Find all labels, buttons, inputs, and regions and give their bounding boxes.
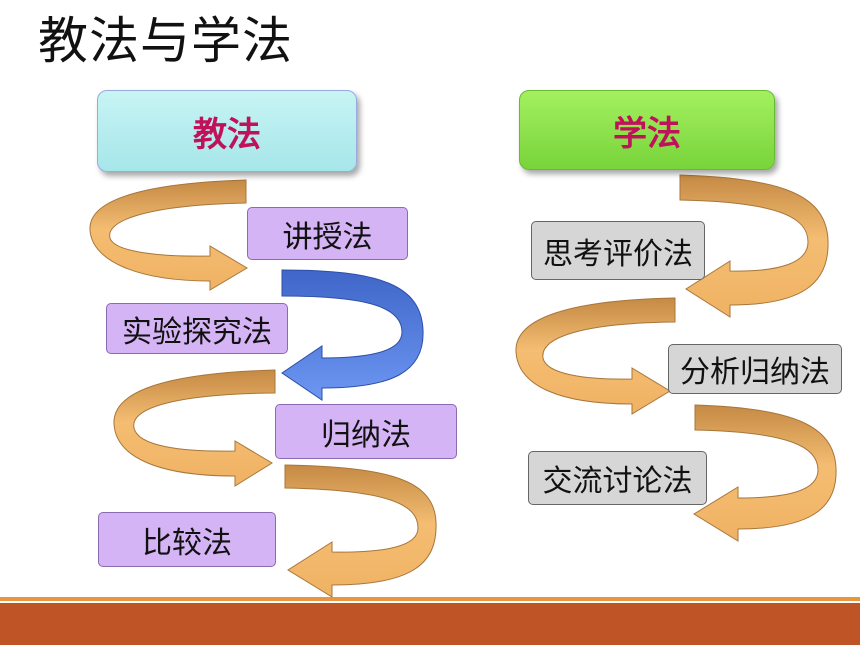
left-curved-arrow-2 — [281, 269, 424, 401]
left-curved-arrow-1 — [89, 179, 248, 291]
right-curved-arrow-2 — [515, 297, 676, 415]
right-curved-arrow-3 — [693, 404, 837, 542]
method-induction: 归纳法 — [275, 404, 457, 459]
teaching-methods-header: 教法 — [97, 90, 357, 172]
method-analysis-induction: 分析归纳法 — [668, 344, 842, 394]
footer-line — [0, 597, 860, 601]
page-title: 教法与学法 — [38, 12, 293, 70]
method-comparison: 比较法 — [98, 512, 276, 567]
left-curved-arrow-4 — [284, 464, 437, 598]
method-discussion: 交流讨论法 — [528, 451, 707, 505]
method-reflection-evaluation: 思考评价法 — [531, 221, 705, 280]
right-curved-arrow-1 — [679, 174, 829, 318]
method-lecture: 讲授法 — [247, 207, 408, 260]
learning-methods-header: 学法 — [519, 90, 775, 170]
left-curved-arrow-3 — [113, 369, 276, 487]
footer-band — [0, 603, 860, 645]
method-experiment-inquiry: 实验探究法 — [106, 303, 288, 354]
